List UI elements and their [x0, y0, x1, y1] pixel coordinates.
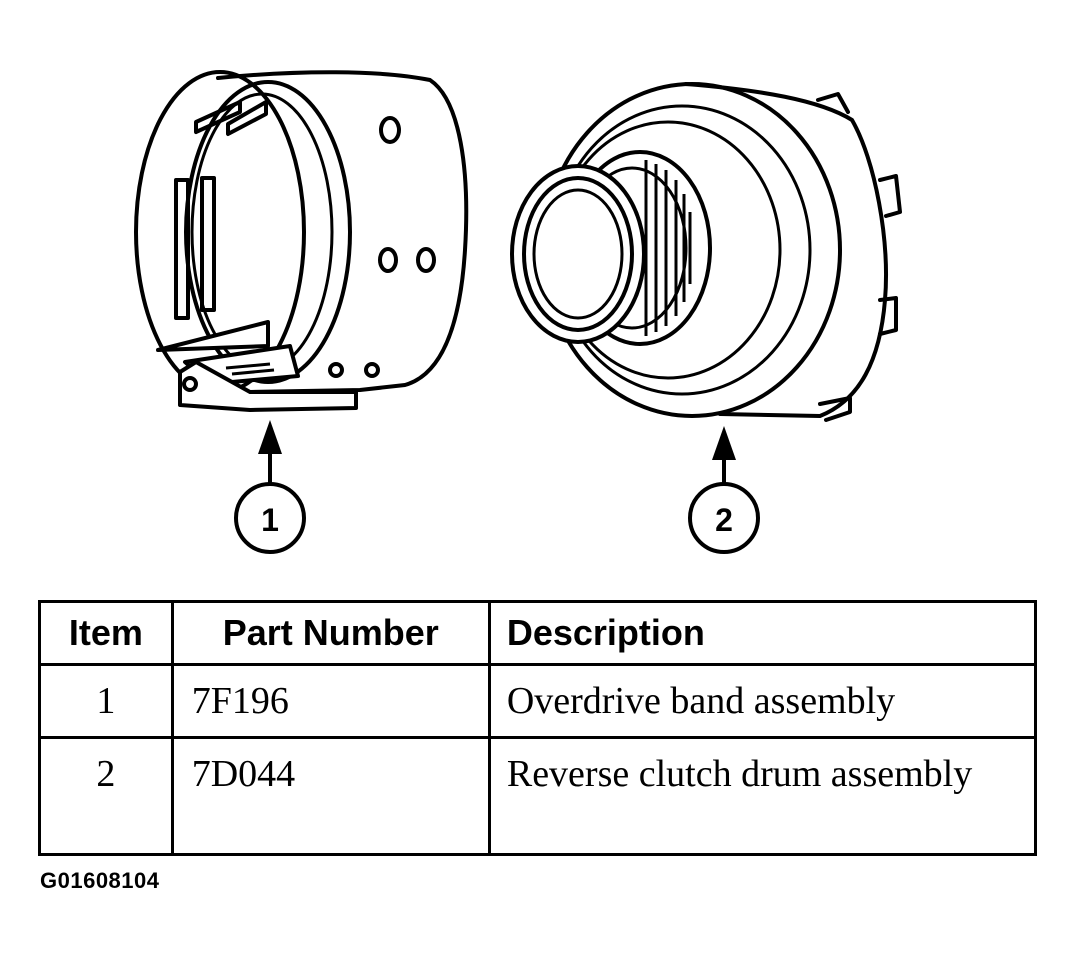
cell-part-number: 7F196 — [170, 663, 491, 739]
cell-description: Overdrive band assembly — [487, 663, 1038, 739]
header-item: Item — [38, 600, 174, 666]
header-description: Description — [487, 600, 1038, 666]
table-row: 1 7F196 Overdrive band assembly — [38, 663, 1038, 739]
callout-2: 2 — [688, 426, 760, 554]
cell-item: 1 — [38, 663, 174, 739]
reverse-clutch-drum-drawing — [510, 82, 902, 422]
cell-item: 2 — [38, 736, 174, 856]
cell-part-number: 7D044 — [170, 736, 491, 856]
table-row: 2 7D044 Reverse clutch drum assembly — [38, 736, 1038, 856]
overdrive-band-drawing — [134, 70, 469, 412]
table-header-row: Item Part Number Description — [38, 600, 1038, 666]
callout-1-label: 1 — [261, 502, 279, 538]
figure-id: G01608104 — [40, 868, 160, 893]
cell-description: Reverse clutch drum assembly — [487, 736, 1038, 856]
parts-illustration: 1 2 — [134, 70, 902, 554]
parts-table: Item Part Number Description 1 7F196 Ove… — [38, 600, 1038, 856]
callout-2-label: 2 — [715, 502, 733, 538]
callout-1: 1 — [234, 420, 306, 554]
header-part-number: Part Number — [170, 600, 491, 666]
